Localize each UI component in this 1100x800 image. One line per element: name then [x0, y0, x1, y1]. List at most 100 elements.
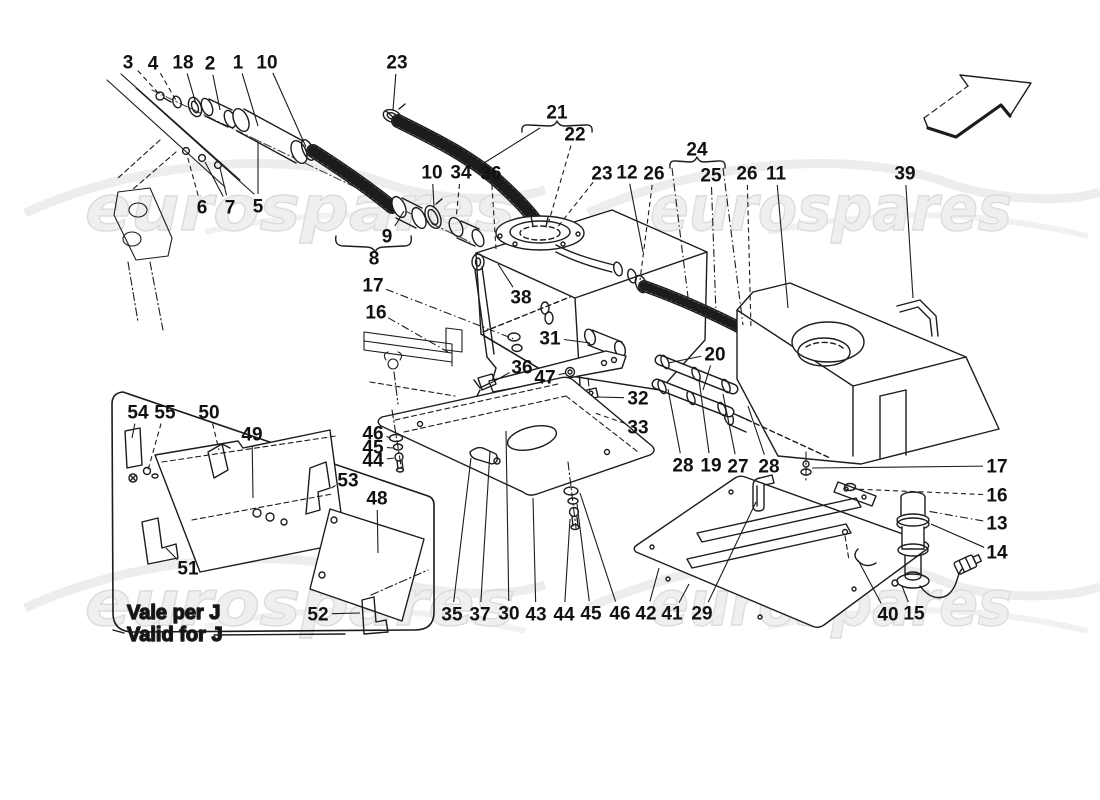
leader-line-3: [137, 70, 162, 97]
callout-39: 39: [894, 164, 915, 185]
callout-50: 50: [198, 403, 219, 424]
callout-11: 11: [766, 164, 787, 185]
leader-line-24: [671, 167, 689, 298]
callout-40: 40: [877, 605, 898, 626]
callout-41: 41: [661, 604, 683, 625]
leader-line-25: [710, 186, 717, 315]
callout-16: 16: [365, 303, 386, 324]
watermark-text: eurospares: [650, 172, 1012, 245]
callout-55: 55: [154, 403, 176, 424]
leader-line-35: [453, 457, 472, 603]
callout-17: 17: [362, 276, 383, 297]
callout-31: 31: [539, 329, 561, 350]
leader-line-22: [548, 145, 572, 222]
leader-line-11: [776, 184, 789, 309]
leader-line-53: [329, 484, 336, 490]
leader-line-50: [212, 423, 220, 451]
callout-3: 3: [123, 53, 134, 74]
leader-line-43: [532, 497, 537, 603]
watermark-layer: eurospares eurospares eurospares eurospa…: [23, 158, 1100, 641]
callout-36: 36: [511, 358, 532, 379]
callout-24: 24: [686, 140, 708, 161]
callout-38: 38: [510, 288, 531, 309]
callout-37: 37: [469, 605, 490, 626]
callout-52: 52: [307, 605, 328, 626]
tank-support: [471, 253, 627, 423]
callout-20: 20: [704, 345, 725, 366]
centre-mounting-plate: [377, 376, 655, 531]
direction-arrow-icon: [923, 74, 1032, 139]
callout-46: 46: [609, 604, 630, 625]
leader-line-10: [432, 183, 435, 208]
leader-line-36: [490, 372, 510, 384]
filler-hose: [382, 103, 544, 230]
leader-line-31: [563, 338, 591, 344]
leader-line-10: [272, 72, 307, 148]
leader-line-2: [212, 74, 221, 111]
callout-47: 47: [534, 368, 555, 389]
leader-line-45: [576, 503, 590, 602]
leader-line-28: [747, 405, 765, 455]
leader-line-26: [639, 184, 653, 281]
leader-line-13: [926, 510, 984, 522]
callout-54: 54: [127, 403, 149, 424]
leader-line-40: [857, 559, 882, 604]
callout-46: 46: [362, 424, 383, 445]
callout-4: 4: [148, 54, 159, 75]
callout-8: 8: [369, 249, 380, 270]
callout-35: 35: [441, 605, 463, 626]
leader-line-42: [649, 567, 660, 602]
leader-line-47: [558, 372, 567, 376]
leader-line-33: [594, 412, 625, 424]
leader-line-46: [386, 435, 391, 439]
leader-line-17: [385, 288, 515, 340]
leader-line-26: [746, 184, 752, 330]
note-valid-for-j: Valid for J: [127, 624, 223, 646]
callout-22: 22: [564, 125, 585, 146]
leader-line-6: [186, 154, 199, 196]
leader-line-54: [131, 423, 136, 439]
right-fuel-tank: [723, 282, 1000, 465]
callout-9: 9: [382, 227, 393, 248]
callout-16: 16: [986, 486, 1007, 507]
callout-23: 23: [591, 164, 612, 185]
callout-6: 6: [197, 198, 208, 219]
callout-42: 42: [635, 604, 656, 625]
leader-line-48: [376, 509, 379, 554]
callout-53: 53: [337, 471, 358, 492]
leader-line-14: [930, 523, 985, 548]
frame-rails: [363, 327, 463, 405]
leader-line-44: [386, 457, 395, 460]
callout-15: 15: [903, 604, 925, 625]
brace-24: [669, 156, 726, 169]
chassis-frame-lines: [106, 73, 255, 331]
leader-line-12: [629, 183, 644, 253]
rear-heat-shield: [633, 451, 930, 628]
leader-line-1: [241, 73, 259, 127]
callout-21: 21: [546, 103, 568, 124]
callout-7: 7: [225, 198, 236, 219]
callout-33: 33: [627, 418, 648, 439]
callout-28: 28: [672, 456, 693, 477]
callout-44: 44: [362, 451, 384, 472]
callout-19: 19: [700, 456, 721, 477]
leader-line-23: [555, 181, 594, 230]
callout-5: 5: [253, 197, 264, 218]
callout-14: 14: [986, 543, 1008, 564]
leader-line-19: [698, 379, 710, 454]
callout-36: 36: [480, 164, 501, 185]
leader-line-29: [707, 501, 757, 603]
callout-1: 1: [233, 53, 244, 74]
leader-line-32: [596, 396, 625, 399]
leader-line-20: [702, 365, 712, 391]
watermark-text: eurospares: [85, 567, 515, 640]
leader-line-51: [165, 547, 179, 561]
callout-26: 26: [736, 164, 757, 185]
callout-12: 12: [616, 163, 637, 184]
filler-neck-assembly: [151, 89, 514, 276]
leader-line-21: [483, 127, 541, 164]
leader-line-9: [394, 210, 405, 227]
